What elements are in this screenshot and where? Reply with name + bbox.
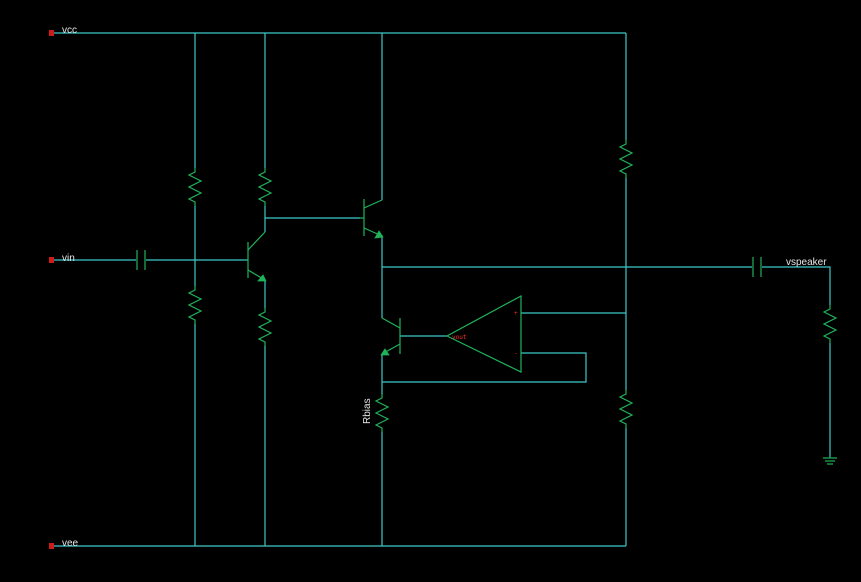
resistor-rbias: [374, 394, 390, 432]
transistor-q3: [380, 317, 401, 356]
resistor-input-top: [187, 168, 203, 206]
opamp: vout + -: [445, 294, 522, 373]
q2-collector-lead: [363, 199, 383, 209]
q1-collector-lead: [247, 231, 266, 251]
capacitors: [136, 250, 762, 277]
resistor-speaker: [822, 305, 838, 343]
q3-collector-lead: [381, 317, 401, 329]
q1-emitter-arrow: [257, 274, 267, 282]
vee-label: vee: [62, 538, 79, 549]
opamp-plus-label: +: [514, 310, 518, 317]
vin-pin-marker[interactable]: [49, 257, 54, 263]
rbias-label: Rbias: [362, 398, 373, 424]
feedback-loop: [382, 352, 587, 383]
transistor-q2: [360, 199, 384, 239]
vin-label: vin: [62, 253, 75, 264]
resistor-input-bottom: [187, 286, 203, 324]
labels: vcc vin vee vspeaker Rbias: [62, 25, 827, 549]
resistor-q1-collector: [257, 168, 273, 206]
wires: [54, 32, 831, 547]
q3-emitter-arrow: [380, 348, 390, 356]
output-line-2: [762, 266, 831, 305]
pin-markers: [49, 30, 54, 549]
opamp-out-label: vout: [452, 334, 467, 341]
resistor-divider-bottom: [618, 390, 634, 428]
vcc-pin-marker[interactable]: [49, 30, 54, 36]
opamp-triangle: [445, 294, 522, 373]
transistor-q1: [247, 231, 267, 282]
vcc-label: vcc: [62, 25, 77, 36]
ground-symbol: [823, 457, 837, 465]
resistor-q1-emitter: [257, 308, 273, 346]
resistors: [187, 140, 838, 432]
resistor-divider-top: [618, 140, 634, 178]
q2-emitter-arrow: [374, 230, 384, 239]
vspeaker-label: vspeaker: [786, 257, 827, 268]
vee-pin-marker[interactable]: [49, 543, 54, 549]
opamp-minus-label: -: [514, 350, 518, 357]
